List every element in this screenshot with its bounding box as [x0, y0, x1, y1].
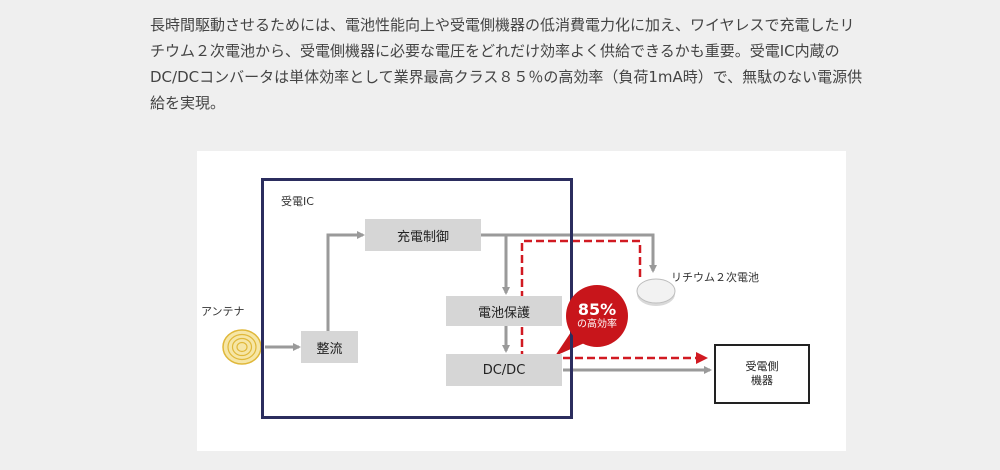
paragraph-line: 長時間駆動させるためには、電池性能向上や受電側機器の低消費電力化に加え、ワイヤレ…: [150, 16, 855, 34]
antenna-label: アンテナ: [201, 305, 245, 318]
efficiency-badge: 85% の高効率: [566, 285, 628, 347]
charge-to-battery-arrow: [481, 233, 657, 273]
receiver-line-2: 機器: [751, 374, 773, 387]
charge-control-box: 充電制御: [365, 219, 481, 251]
efficiency-value: 85%: [577, 300, 617, 319]
diagram-panel: 受電IC アンテナ 整流 充電制御 電池保護 DC/DC リチウム２次電池 受電…: [197, 151, 846, 451]
battery-label: リチウム２次電池: [671, 271, 759, 284]
efficiency-caption: の高効率: [577, 319, 617, 330]
dcdc-converter-box: DC/DC: [446, 354, 562, 386]
battery-protection-box: 電池保護: [446, 296, 562, 326]
receiver-device-box: 受電側 機器: [714, 344, 810, 404]
rectifier-box: 整流: [301, 331, 358, 363]
paragraph-line: チウム２次電池から、受電側機器に必要な電圧をどれだけ効率よく供給できるかも重要。…: [150, 42, 840, 60]
efficiency-path-arrow: [520, 239, 708, 364]
description-paragraph: 長時間駆動させるためには、電池性能向上や受電側機器の低消費電力化に加え、ワイヤレ…: [150, 12, 920, 116]
paragraph-line: DC/DCコンバータは単体効率として業界最高クラス８５％の高効率（負荷1mA時）…: [150, 68, 863, 86]
receiver-line-1: 受電側: [745, 360, 779, 373]
battery-icon: [636, 278, 676, 306]
rectifier-to-charge-arrow: [326, 231, 365, 331]
paragraph-line: 給を実現。: [150, 94, 226, 112]
ic-label: 受電IC: [281, 195, 314, 208]
antenna-coil-icon: [222, 329, 262, 365]
diagram-connectors: [222, 231, 712, 374]
